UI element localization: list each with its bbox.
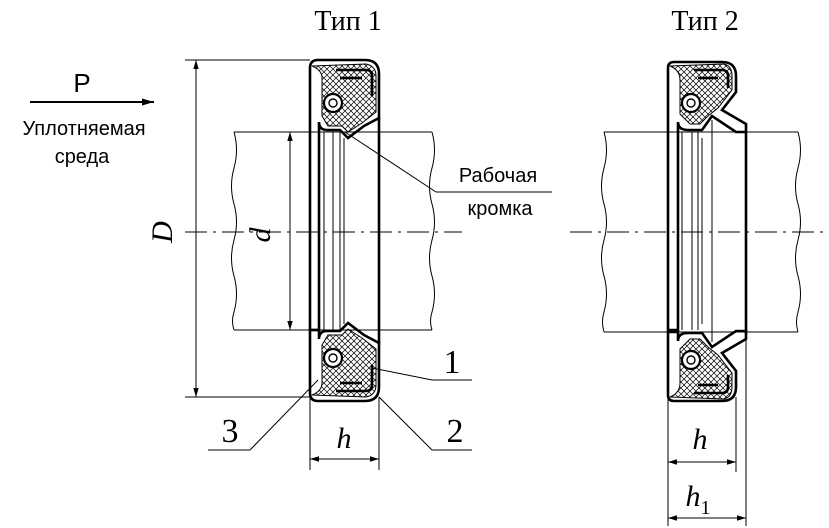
dimension-h-type2: h bbox=[667, 397, 737, 526]
callout-2-label: 2 bbox=[447, 413, 464, 450]
callout-2: 2 bbox=[378, 396, 472, 451]
pressure-label: P bbox=[73, 68, 90, 98]
dimension-d: d bbox=[244, 132, 293, 330]
working-lip-callout: Рабочая кромка bbox=[344, 131, 552, 220]
dimension-h1-main: h bbox=[686, 480, 701, 513]
dimension-h-type2-label: h bbox=[693, 423, 708, 456]
dimension-D: D bbox=[146, 59, 310, 398]
dimension-h1-subscript: 1 bbox=[701, 497, 711, 519]
dimension-d-label: d bbox=[244, 227, 277, 243]
type1-title: Тип 1 bbox=[314, 6, 381, 37]
sealed-medium-label-line1: Уплотняемая bbox=[22, 118, 145, 140]
callout-1-label: 1 bbox=[444, 344, 461, 381]
dimension-h1-label: h1 bbox=[686, 480, 711, 519]
callout-1: 1 bbox=[371, 344, 472, 381]
callout-3: 3 bbox=[208, 379, 319, 451]
dimension-h-type1-label: h bbox=[337, 422, 352, 455]
type2-title: Тип 2 bbox=[671, 6, 738, 37]
dimension-D-label: D bbox=[146, 221, 179, 244]
dimension-h1-type2: h1 bbox=[668, 332, 747, 526]
working-lip-label-line2: кромка bbox=[467, 198, 533, 220]
sealed-medium-label-line2: среда bbox=[55, 146, 110, 168]
dimension-h-type1: h bbox=[309, 397, 380, 470]
type2-section-bottom bbox=[666, 329, 748, 403]
type1-seal bbox=[231, 58, 435, 403]
callout-3-label: 3 bbox=[222, 413, 239, 450]
type2-section-top bbox=[666, 60, 748, 342]
type1-section-bottom bbox=[308, 321, 381, 403]
type1-section-top bbox=[308, 58, 381, 332]
pressure-indicator: P Уплотняемая среда bbox=[22, 68, 154, 168]
working-lip-label-line1: Рабочая bbox=[459, 165, 537, 187]
